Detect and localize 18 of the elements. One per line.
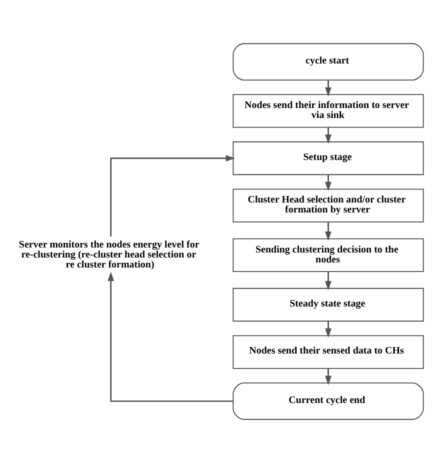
arrow (108, 272, 233, 402)
arrow (325, 222, 332, 241)
node-box: Steady state stage (232, 288, 424, 322)
node-text: Server monitors the nodes energy level for re-clustering (re-cluster head selection or re cluster formation) (18, 239, 200, 270)
arrow (325, 80, 332, 97)
arrow (325, 368, 332, 386)
node-box: Cluster Head selection and/or cluster formation by server (232, 188, 424, 222)
arrow (325, 174, 332, 192)
node-box: Current cycle end (232, 382, 424, 420)
arrow (325, 128, 332, 144)
arrow (110, 155, 236, 236)
arrow (325, 272, 332, 290)
node-box: Setup stage (232, 141, 424, 176)
node-box: Sending clustering decision to the nodes (232, 238, 424, 272)
node-box: Nodes send their sensed data to CHs (232, 335, 424, 369)
arrow (325, 321, 332, 338)
node-box: cycle start (232, 43, 424, 80)
node-box: Nodes send their information to server via sink (232, 94, 424, 128)
